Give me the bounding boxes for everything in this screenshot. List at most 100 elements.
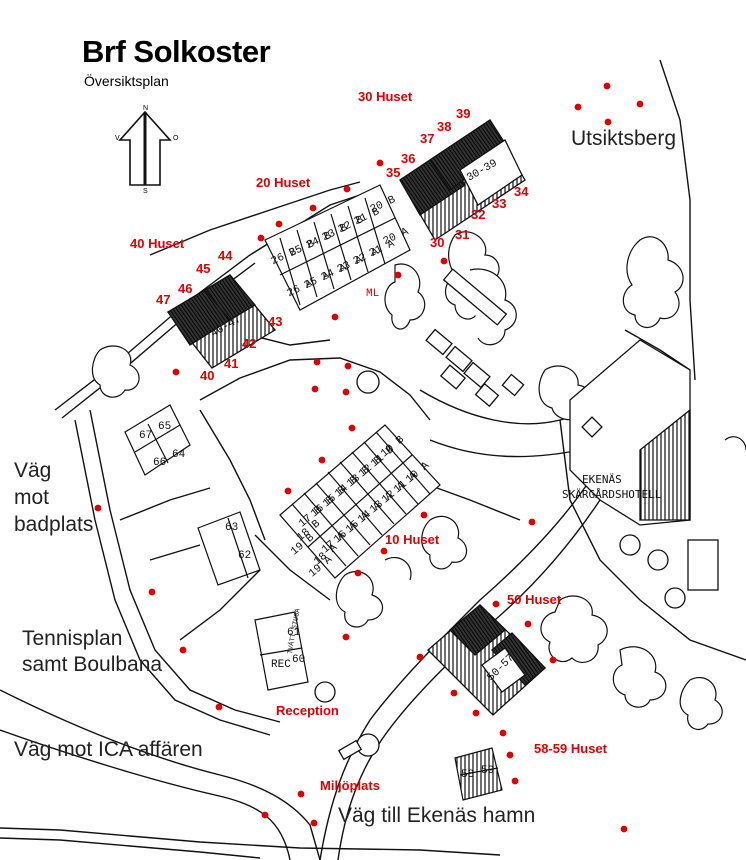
location-marker — [450, 689, 458, 697]
unit-36: 36 — [401, 151, 416, 166]
label-40-huset: 40 Huset — [130, 236, 185, 251]
location-marker — [311, 385, 319, 393]
markers — [94, 82, 644, 833]
unit-37: 37 — [420, 131, 435, 146]
location-marker — [215, 703, 223, 711]
compass-west: V — [115, 135, 120, 142]
location-marker — [394, 271, 402, 279]
location-marker — [257, 234, 265, 242]
location-marker — [310, 819, 318, 827]
label-badplats-1: Väg — [14, 459, 52, 482]
location-marker — [313, 358, 321, 366]
compass-east: O — [173, 135, 179, 142]
label-30-huset: 30 Huset — [358, 89, 413, 104]
location-marker — [511, 777, 519, 785]
location-marker — [179, 646, 187, 654]
building-10 — [279, 424, 441, 579]
compass-rose: N S V O — [115, 105, 179, 195]
unit-32: 32 — [471, 207, 486, 222]
hotel-label-2: SKÄRGÅRDSHOTELL — [562, 488, 662, 501]
building-20 — [264, 184, 411, 311]
label-hamn: Väg till Ekenäs hamn — [338, 804, 536, 827]
location-marker — [604, 118, 612, 126]
unit-34: 34 — [514, 184, 529, 199]
location-marker — [284, 487, 292, 495]
location-marker — [380, 547, 388, 555]
unit-30: 30 — [430, 235, 445, 250]
plan-label-ml: ML — [366, 288, 380, 300]
location-marker — [603, 82, 611, 90]
location-marker — [148, 588, 156, 596]
location-marker — [344, 362, 352, 370]
location-marker — [528, 518, 536, 526]
location-marker — [416, 653, 424, 661]
location-marker — [574, 103, 582, 111]
label-badplats-3: badplats — [14, 513, 94, 536]
plan-label-64: 64 — [172, 449, 186, 461]
plan-label-62: 62 — [238, 550, 252, 562]
location-marker — [420, 511, 428, 519]
plan-label-63: 63 — [225, 522, 239, 534]
building-40-47 — [167, 274, 276, 369]
label-58-59-huset: 58-59 Huset — [534, 741, 607, 756]
unit-35: 35 — [386, 165, 401, 180]
label-miljoplats: Miljöplats — [320, 778, 380, 793]
location-marker — [492, 600, 500, 608]
plan-label-59: 59 — [481, 765, 495, 777]
buildings-60s — [124, 404, 309, 691]
plan-label-61: 61 — [287, 627, 301, 639]
location-marker — [318, 456, 326, 464]
label-reception: Reception — [276, 703, 339, 718]
unit-42: 42 — [242, 336, 257, 351]
location-marker — [472, 709, 480, 717]
unit-31: 31 — [455, 227, 470, 242]
label-50-huset: 50 Huset — [507, 592, 562, 607]
location-marker — [261, 811, 269, 819]
map-title: Brf Solkoster — [82, 34, 271, 69]
unit-33: 33 — [492, 196, 507, 211]
label-ica: Väg mot ICA affären — [14, 738, 203, 761]
location-marker — [636, 100, 644, 108]
plan-label-58: 58 — [461, 769, 475, 781]
label-tennis-2: samt Boulbana — [22, 653, 163, 676]
location-marker — [297, 790, 305, 798]
label-utsiktsberg: Utsiktsberg — [571, 127, 677, 150]
unit-46: 46 — [178, 281, 193, 296]
location-marker — [549, 656, 557, 664]
unit-40: 40 — [200, 368, 215, 383]
location-marker — [348, 424, 356, 432]
unit-44: 44 — [218, 248, 233, 263]
unit-39: 39 — [456, 106, 471, 121]
label-tennis-1: Tennisplan — [22, 627, 123, 650]
map-subtitle: Översiktsplan — [84, 73, 169, 89]
unit-47: 47 — [156, 292, 171, 307]
location-marker — [620, 825, 628, 833]
hotel-complex — [337, 268, 719, 761]
building-58-59 — [454, 747, 503, 801]
location-marker — [331, 313, 339, 321]
plan-label-rec: REC — [271, 659, 291, 671]
compass-south: S — [143, 188, 148, 195]
label-10-huset: 10 Huset — [385, 532, 440, 547]
location-marker — [354, 569, 362, 577]
building-50-57 — [427, 604, 546, 716]
location-marker — [309, 204, 317, 212]
unit-38: 38 — [437, 119, 452, 134]
location-marker — [499, 729, 507, 737]
location-marker — [342, 388, 350, 396]
trees — [314, 370, 686, 757]
label-badplats-2: mot — [14, 486, 50, 509]
plan-label-65: 65 — [158, 421, 172, 433]
plan-label-60: 60 — [292, 654, 306, 666]
plan-label-67: 67 — [139, 430, 153, 442]
unit-43: 43 — [268, 314, 283, 329]
location-marker — [524, 620, 532, 628]
unit-45: 45 — [196, 261, 211, 276]
location-marker — [172, 368, 180, 376]
building-30-39 — [399, 119, 526, 241]
location-marker — [275, 220, 283, 228]
location-marker — [506, 751, 514, 759]
location-marker — [376, 159, 384, 167]
location-marker — [440, 257, 448, 265]
location-marker — [94, 504, 102, 512]
